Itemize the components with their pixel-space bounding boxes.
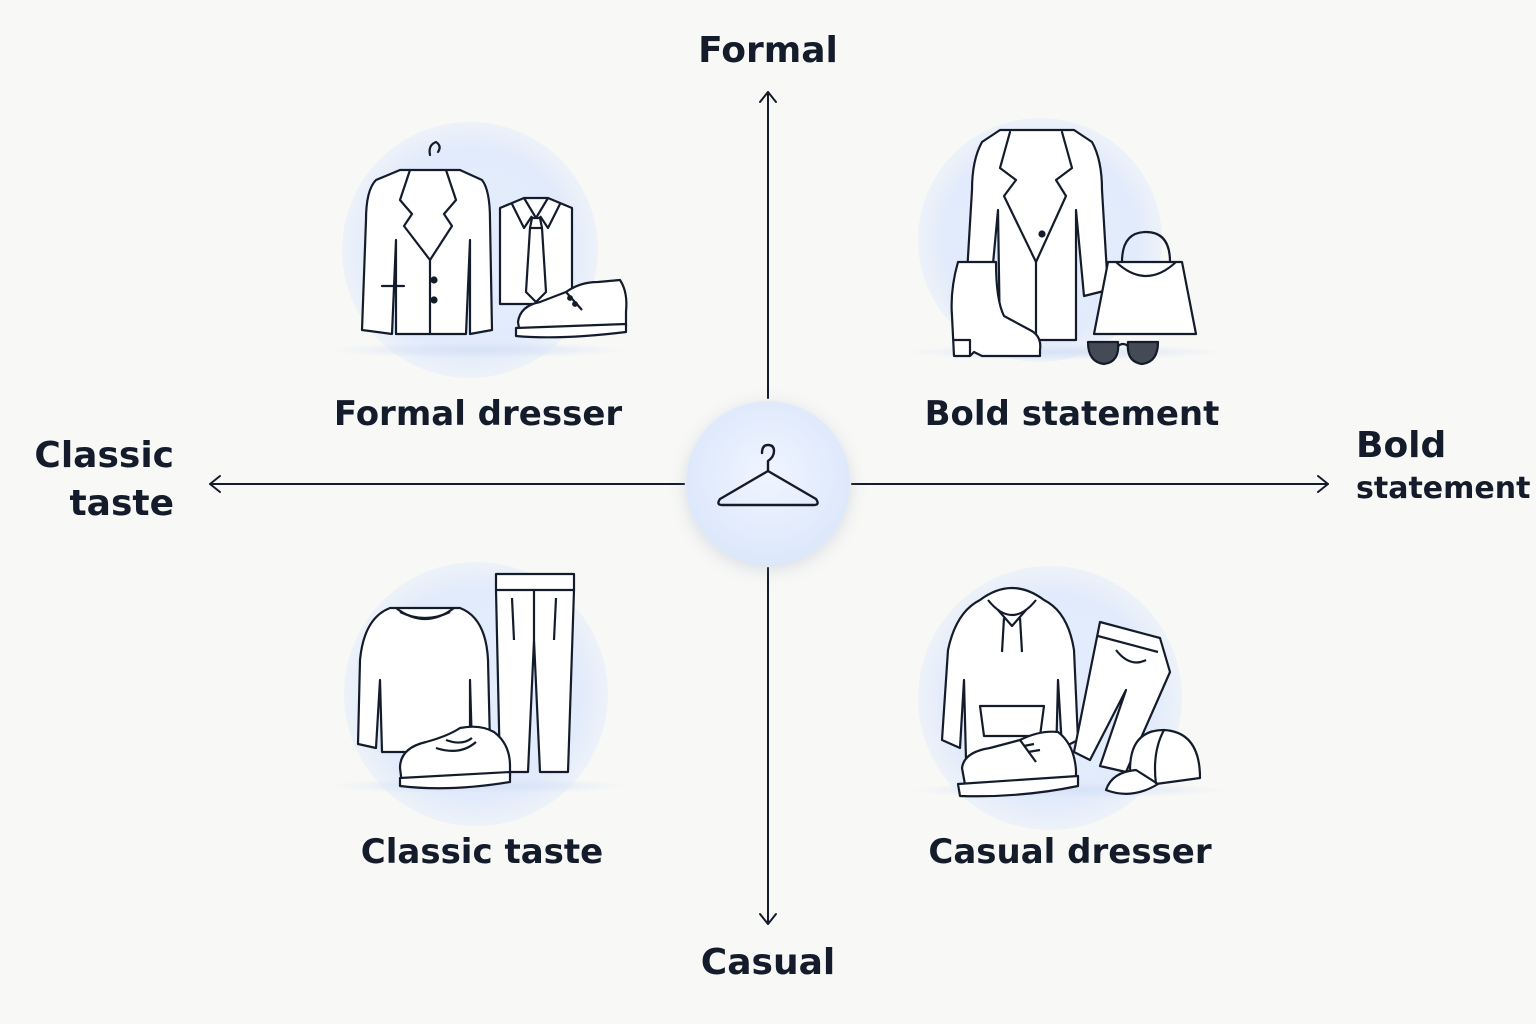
horizontal-axis — [209, 475, 1329, 493]
center-hub — [686, 401, 850, 565]
axis-label-top: Formal — [698, 30, 838, 71]
axis-label-left-line2: taste — [69, 483, 174, 524]
handbag-icon — [1092, 230, 1198, 336]
hanger-icon — [717, 443, 819, 507]
axis-label-left-line1: Classic — [34, 435, 174, 476]
sunglasses-icon — [1086, 340, 1160, 366]
axis-label-right: Bold statement — [1356, 424, 1532, 510]
oxford-shoe-icon — [514, 278, 628, 339]
quadrant-label-bottom-left: Classic taste — [360, 832, 604, 872]
suit-jacket-icon — [360, 140, 494, 336]
dress-shirt-tie-icon — [498, 196, 574, 306]
quadrant-label-top-left: Formal dresser — [333, 394, 623, 434]
quadrant-label-top-right: Bold statement — [924, 394, 1220, 434]
long-coat-icon — [964, 128, 1110, 342]
axis-label-right-line1: Bold — [1356, 425, 1447, 466]
sneaker-icon — [956, 730, 1080, 798]
axis-label-right-line2: statement — [1356, 471, 1531, 506]
quadrant-label-bottom-right: Casual dresser — [928, 832, 1212, 872]
ankle-boot-icon — [950, 260, 1042, 358]
jeans-icon — [1072, 620, 1172, 774]
hoodie-icon — [940, 587, 1080, 762]
trousers-icon — [494, 572, 576, 774]
cap-icon — [1104, 728, 1202, 795]
axis-label-bottom: Casual — [700, 942, 836, 983]
loafer-icon — [398, 725, 512, 790]
axis-label-left: Classic taste — [14, 432, 174, 528]
vertical-axis — [759, 91, 777, 925]
